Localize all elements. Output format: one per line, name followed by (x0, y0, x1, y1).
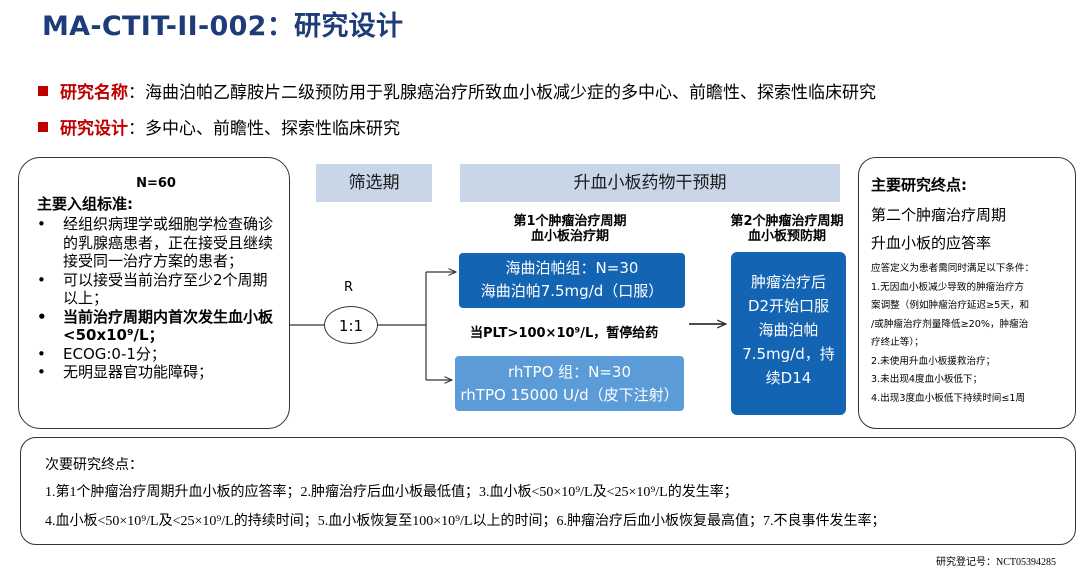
screening-phase-header: 筛选期 (316, 164, 432, 202)
cycle2-line1: 第2个肿瘤治疗周期 (730, 214, 844, 229)
red-square-bullet-icon (38, 121, 48, 132)
endpoint-detail: 3.未出现4度血小板低下； (871, 374, 983, 385)
registration-number: 研究登记号：NCT05394285 (936, 557, 1056, 568)
criteria-item: 无明显器官功能障碍； (37, 363, 275, 382)
red-square-bullet-icon (38, 85, 48, 96)
endpoint-detail: 应答定义为患者需同时满足以下条件： (871, 263, 1035, 274)
study-design-text: ：多中心、前瞻性、探索性临床研究 (128, 119, 400, 139)
intervention-phase-header: 升血小板药物干预期 (460, 164, 840, 202)
cycle1-line2: 血小板治疗期 (530, 229, 609, 244)
primary-endpoint-title: 主要研究终点: (871, 176, 967, 194)
endpoint-detail: 疗终止等）； (871, 337, 924, 348)
cycle2-line2: 血小板预防期 (747, 229, 826, 244)
secondary-endpoints-line: 1.第1个肿瘤治疗周期升血小板的应答率；2.肿瘤治疗后血小板最低值；3.血小板<… (45, 485, 738, 500)
study-design-row: 研究设计 ：多中心、前瞻性、探索性临床研究 (38, 114, 400, 139)
endpoint-detail: 1.无因血小板减少导致的肿瘤治疗方 (871, 281, 1025, 293)
prevention-line: 肿瘤治疗后 (750, 273, 826, 291)
endpoint-detail: /或肿瘤治疗剂量降低≥20%，肿瘤治 (871, 318, 1029, 330)
group2-dose: rhTPO 15000 U/d（皮下注射） (460, 386, 679, 404)
group2-name: rhTPO 组：N=30 (507, 363, 632, 381)
criteria-list: 经组织病理学或细胞学检查确诊的乳腺癌患者，正在接受且继续接受同一治疗方案的患者；… (37, 215, 275, 382)
group2-box: rhTPO 组：N=30 rhTPO 15000 U/d（皮下注射） (455, 356, 684, 411)
prevention-line: 海曲泊帕 (758, 321, 819, 339)
endpoint-detail: 4.出现3度血小板低下持续时间≤1周 (871, 392, 1026, 404)
study-name-text: ：海曲泊帕乙醇胺片二级预防用于乳腺癌治疗所致血小板减少症的多中心、前瞻性、探索性… (128, 83, 876, 103)
primary-endpoint-panel: 主要研究终点: 第二个肿瘤治疗周期 升血小板的应答率 应答定义为患者需同时满足以… (858, 157, 1076, 429)
randomization-label: R (344, 280, 354, 295)
study-design-label: 研究设计 (60, 119, 128, 139)
secondary-endpoints-title: 次要研究终点： (45, 457, 143, 473)
prevention-line: D2开始口服 (747, 297, 830, 315)
criteria-item: 经组织病理学或细胞学检查确诊的乳腺癌患者，正在接受且继续接受同一治疗方案的患者； (37, 215, 275, 271)
prevention-line: 7.5mg/d，持 (742, 345, 835, 363)
group1-name: 海曲泊帕组：N=30 (505, 259, 639, 277)
cycle1-header: 第1个肿瘤治疗周期 血小板治疗期 (470, 214, 670, 244)
group1-dose: 海曲泊帕7.5mg/d（口服） (480, 282, 664, 300)
criteria-item: ECOG:0-1分； (37, 345, 275, 364)
randomization-ratio: 1:1 (324, 306, 378, 344)
cycle2-header: 第2个肿瘤治疗周期 血小板预防期 (712, 214, 862, 244)
criteria-title: 主要入组标准: (37, 195, 133, 213)
prevention-line: 续D14 (765, 369, 812, 387)
study-name-row: 研究名称 ：海曲泊帕乙醇胺片二级预防用于乳腺癌治疗所致血小板减少症的多中心、前瞻… (38, 78, 876, 103)
secondary-endpoints-line: 4.血小板<50×10⁹/L及<25×10⁹/L的持续时间；5.血小板恢复至10… (45, 514, 886, 529)
endpoint-detail: 案调整（例如肿瘤治疗延迟≥5天，和 (871, 300, 1030, 311)
criteria-item: 可以接受当前治疗至少2个周期以上； (37, 271, 275, 308)
inclusion-criteria-panel: N=60 主要入组标准: 经组织病理学或细胞学检查确诊的乳腺癌患者，正在接受且继… (18, 157, 290, 429)
cycle1-line1: 第1个肿瘤治疗周期 (513, 214, 627, 229)
group1-box: 海曲泊帕组：N=30 海曲泊帕7.5mg/d（口服） (459, 253, 685, 308)
sample-size: N=60 (136, 176, 176, 191)
endpoint-detail: 2.未使用升血小板援救治疗； (871, 355, 996, 367)
study-name-label: 研究名称 (60, 83, 128, 103)
secondary-endpoints-panel: 次要研究终点： 1.第1个肿瘤治疗周期升血小板的应答率；2.肿瘤治疗后血小板最低… (20, 437, 1076, 545)
criteria-item: 当前治疗周期内首次发生血小板<50x10⁹/L； (37, 308, 275, 345)
stop-rule: 当PLT>100×10⁹/L，暂停给药 (470, 326, 659, 341)
primary-endpoint-line1: 第二个肿瘤治疗周期 (871, 206, 1007, 224)
prevention-box: 肿瘤治疗后 D2开始口服 海曲泊帕 7.5mg/d，持 续D14 (731, 252, 846, 415)
page-title: MA-CTIT-II-002：研究设计 (42, 11, 404, 42)
primary-endpoint-line2: 升血小板的应答率 (871, 234, 992, 252)
